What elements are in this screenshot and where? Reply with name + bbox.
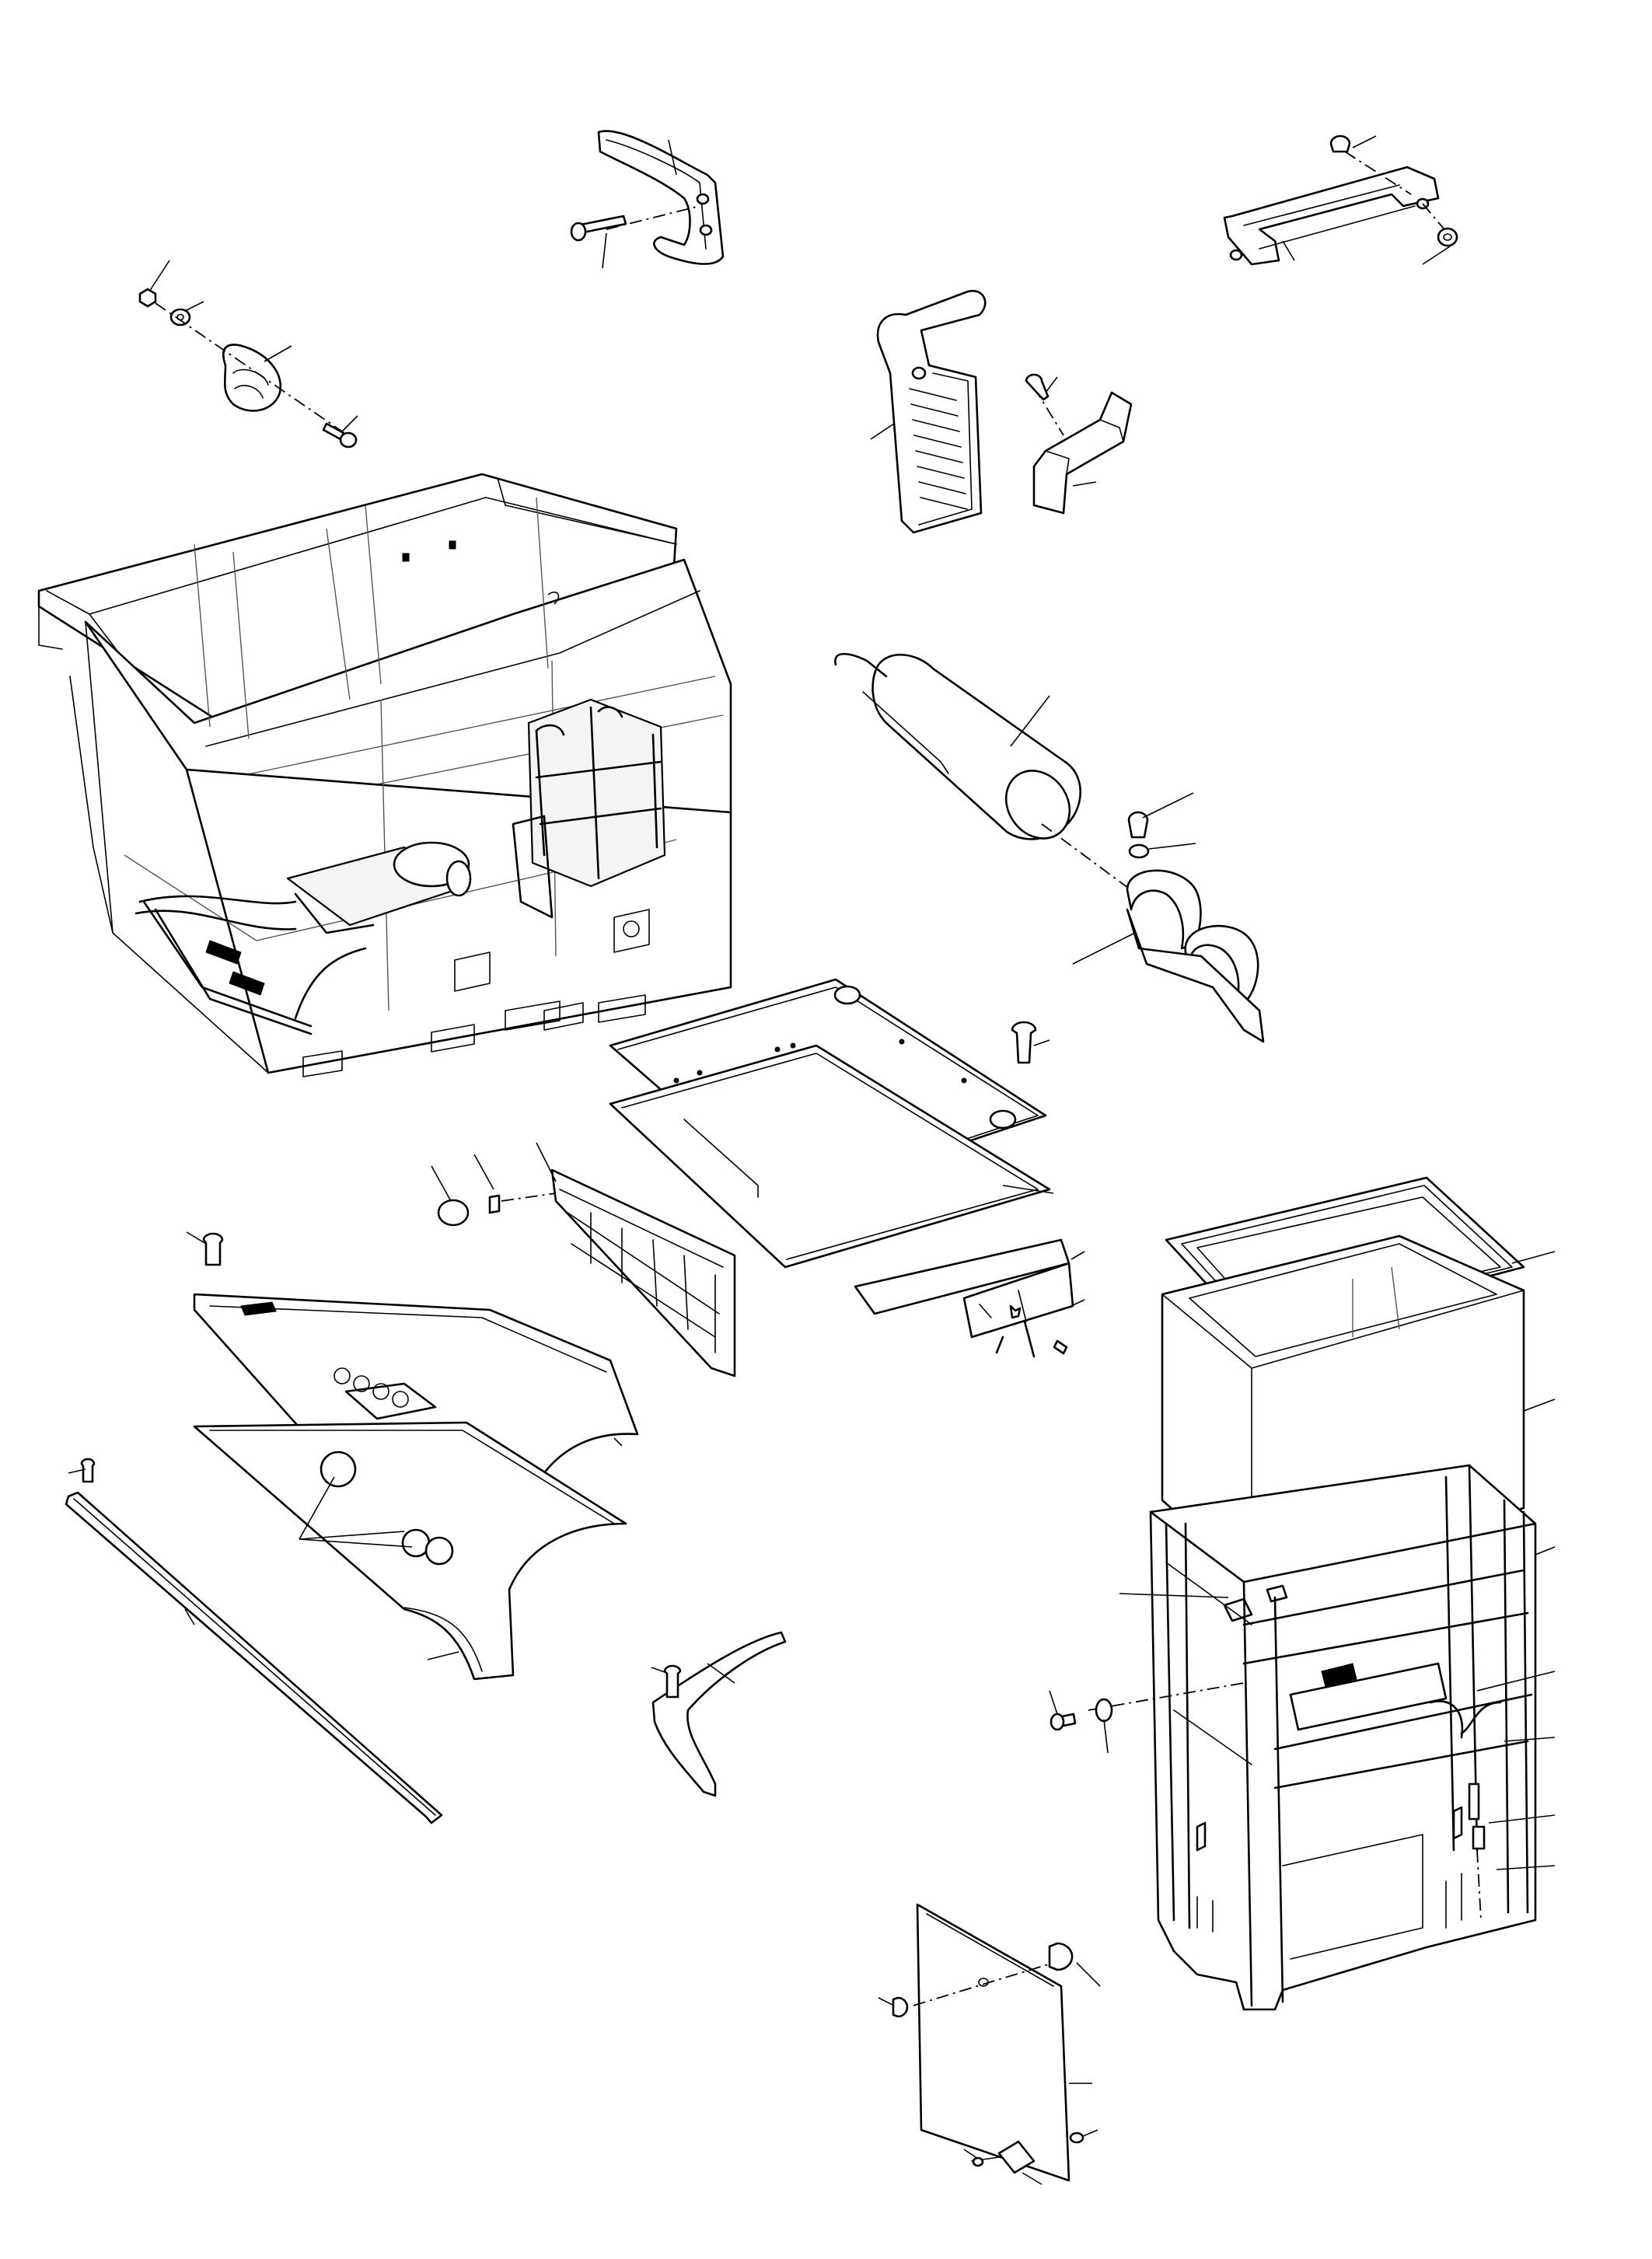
screw bbox=[1127, 811, 1149, 839]
base-plate-assembly bbox=[186, 1231, 639, 1681]
grommet bbox=[892, 1996, 909, 2018]
access-door-assembly bbox=[878, 1903, 1101, 2185]
strap bbox=[651, 1631, 787, 1797]
screw bbox=[202, 1232, 224, 1266]
bottle-assembly bbox=[834, 653, 1265, 1043]
cassette bbox=[527, 698, 666, 888]
tower-assembly bbox=[1049, 1176, 1556, 2011]
washer bbox=[1095, 1698, 1113, 1723]
thumb-knob bbox=[1048, 1942, 1074, 1971]
door-latch-assembly bbox=[854, 1238, 1085, 1358]
comb-holder bbox=[870, 289, 987, 534]
screw bbox=[1025, 373, 1050, 401]
grille-panel bbox=[550, 1168, 736, 1377]
rail bbox=[65, 1491, 443, 1824]
bracket-handle bbox=[1223, 134, 1458, 266]
curved-strap bbox=[651, 1631, 787, 1797]
knob-assembly bbox=[138, 260, 358, 449]
gasket bbox=[609, 1044, 1051, 1269]
console-body bbox=[37, 473, 732, 1077]
latch bbox=[997, 2140, 1036, 2174]
l-bracket bbox=[1025, 373, 1133, 515]
tower-frame bbox=[1149, 1464, 1537, 2011]
screw bbox=[1329, 134, 1351, 153]
screw bbox=[80, 1458, 96, 1483]
screw bbox=[1011, 1021, 1037, 1064]
top-plate-stack bbox=[609, 978, 1054, 1269]
knob bbox=[222, 344, 282, 412]
screw bbox=[1053, 1339, 1068, 1355]
hook-handle bbox=[570, 130, 725, 269]
nut bbox=[138, 288, 157, 308]
bracket bbox=[1223, 166, 1440, 266]
comb-frame bbox=[876, 289, 987, 534]
knob bbox=[437, 1199, 470, 1227]
guard-assembly bbox=[431, 1142, 736, 1377]
long-rail bbox=[65, 1458, 443, 1824]
hook bbox=[597, 130, 725, 265]
washer bbox=[169, 308, 191, 326]
door-panel bbox=[916, 1903, 1070, 2182]
